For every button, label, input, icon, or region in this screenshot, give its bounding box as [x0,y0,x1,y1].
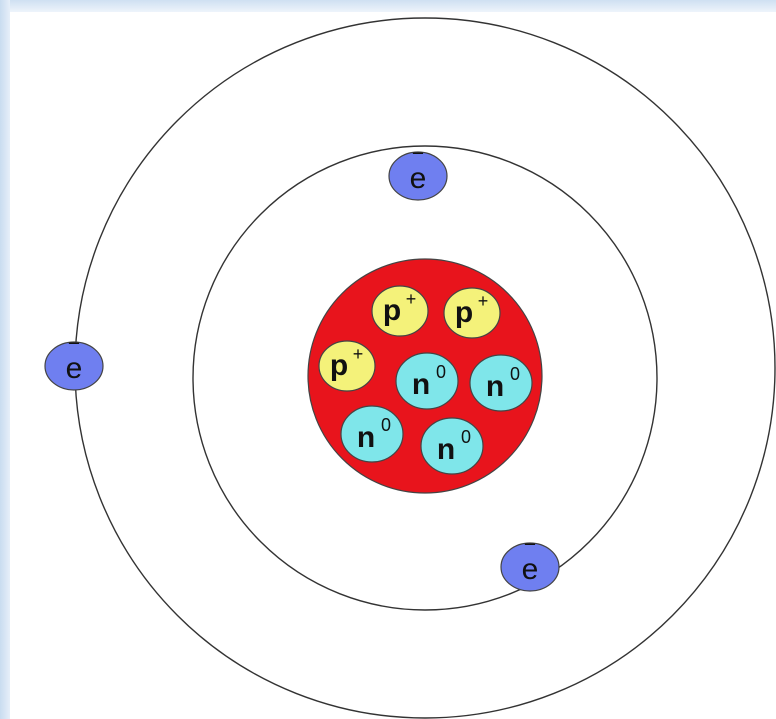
proton-symbol: p [383,294,401,327]
electron: ‾ e [44,339,104,391]
electron-symbol: e [410,162,427,195]
electron: ‾ e [500,540,560,592]
electron-symbol: e [522,553,539,586]
neutron-charge: 0 [510,364,520,384]
electron-bar: ‾ [525,540,536,570]
neutron: n 0 [420,417,484,475]
neutron-charge: 0 [381,415,391,435]
frame-top-border [0,0,776,12]
diagram-canvas: p + p + p + n 0 n 0 [10,12,776,719]
frame-left-border [0,0,10,719]
proton: p + [318,340,376,392]
proton: p + [443,287,501,339]
neutron: n 0 [340,405,404,463]
proton: p + [371,285,429,337]
electron-symbol: e [66,352,83,385]
neutron-symbol: n [486,370,504,403]
inner-electron-shell [192,145,658,611]
proton-symbol: p [330,349,348,382]
neutron-symbol: n [412,368,430,401]
neutron: n 0 [395,352,459,410]
neutron: n 0 [469,354,533,412]
neutron-symbol: n [357,421,375,454]
neutron-charge: 0 [436,362,446,382]
neutron-symbol: n [437,433,455,466]
proton-charge: + [353,344,364,364]
proton-charge: + [478,291,489,311]
proton-symbol: p [455,296,473,329]
electron-bar: ‾ [69,339,80,369]
electron: ‾ e [388,149,448,201]
atom-model: p + p + p + n 0 n 0 [44,17,776,719]
proton-charge: + [406,289,417,309]
electron-bar: ‾ [413,149,424,179]
neutron-charge: 0 [461,427,471,447]
